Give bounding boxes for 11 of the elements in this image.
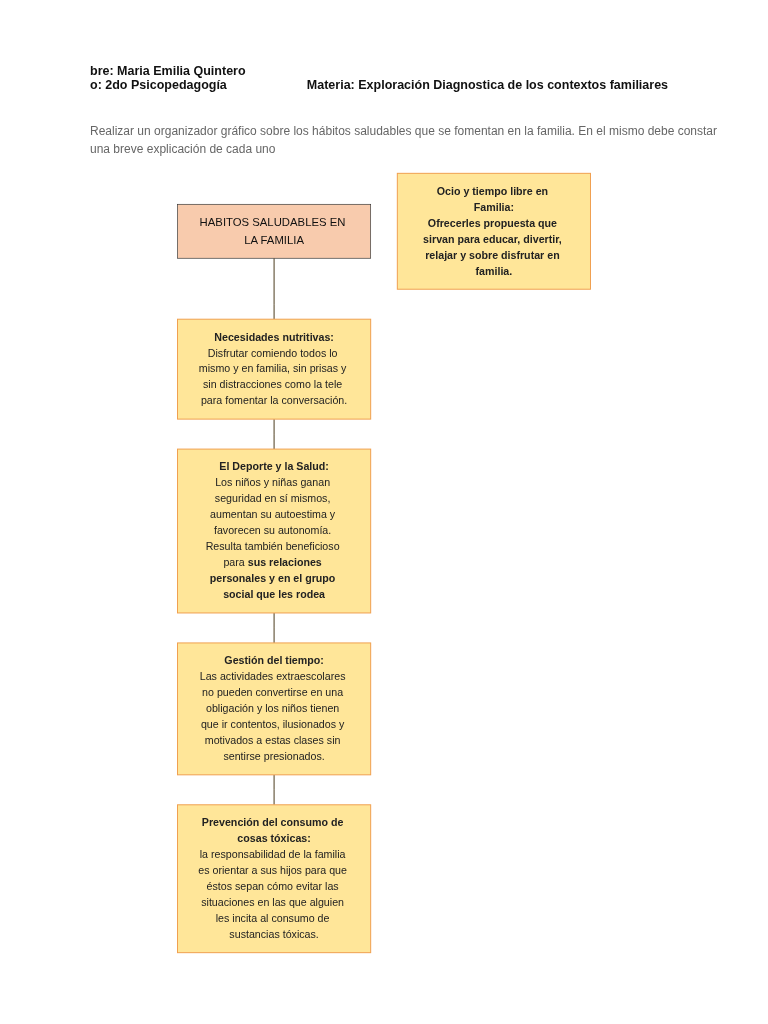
connector [273, 257, 275, 320]
node-box: Gestión del tiempo: Las actividades extraescolares no pueden convertirse en una obligación y los niños tienen que ir contentos, ilusionados y motivados a estas clases sin sentirse presionados. [177, 642, 372, 776]
node-box: Prevención del consumo de cosas tóxicas: la responsabilidad de la familia es orientar a sus hijos para que éstos sepan cómo evitar las situaciones en las que alguien les incita al consumo de sustancias tóxicas. [177, 804, 372, 954]
node-box: Ocio y tiempo libre en Familia: Ofrecerles propuesta que sirvan para educar, divertir, relajar y sobre disfrutar en familia. [396, 172, 591, 290]
node-box: El Deporte y la Salud: Los niños y niñas ganan seguridad en sí mismos, aumentan su autoestima y favorecen su autonomía. Resulta también beneficioso para sus relaciones personales y en el grupo social que les rodea [177, 448, 372, 614]
node-box: HABITOS SALUDABLES EN LA FAMILIA [177, 203, 371, 259]
node-box: Necesidades nutritivas: Disfrutar comiendo todos lo mismo y en familia, sin prisas y sin distracciones como la tele para fomentar la conversación. [177, 318, 372, 420]
subject-text: Materia: Exploración Diagnostica de los contextos familiares [306, 78, 669, 92]
course-text: o: 2do Psicopedagogía [90, 78, 227, 92]
task-instruction: Realizar un organizador gráfico sobre los hábitos saludables que se fomentan en la familia. En el mismo debe constar una breve explicación de cada uno [90, 123, 719, 158]
name-text: bre: Maria Emilia Quintero [90, 64, 247, 78]
